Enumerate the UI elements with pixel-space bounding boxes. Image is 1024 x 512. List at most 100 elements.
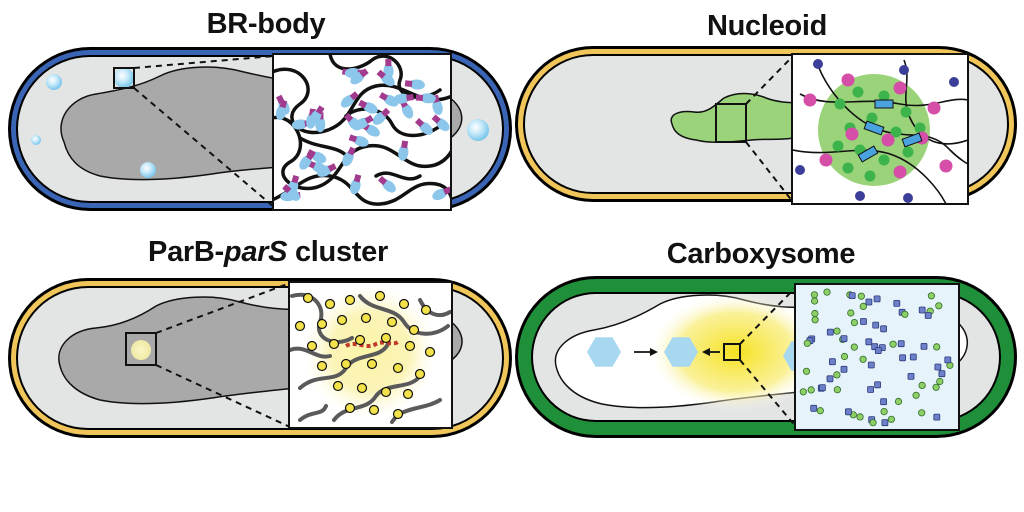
rubisco-protein [935, 302, 943, 310]
rubisco-protein [856, 413, 864, 421]
ccmm-protein [840, 335, 848, 343]
title-carboxysome: Carboxysome [666, 238, 856, 270]
rubisco-protein [880, 407, 888, 416]
ccmm-protein [944, 356, 952, 364]
br-body-droplet [467, 119, 489, 141]
parb-protein [380, 332, 392, 344]
rna-tag [415, 94, 424, 101]
dna-strand [418, 298, 451, 318]
rna-tag [406, 94, 414, 101]
rubisco-protein [901, 310, 909, 318]
protein-blob [419, 121, 433, 135]
ccmm-protein [918, 306, 926, 314]
parb-protein [366, 358, 378, 370]
rubisco-protein [807, 386, 815, 394]
rna-tag [359, 68, 369, 78]
protein-blob [291, 119, 308, 130]
title-nucleoid: Nucleoid [706, 10, 828, 42]
parb-zoom-box [125, 332, 157, 366]
parb-protein [294, 320, 306, 332]
br-body-zoom-line [133, 55, 275, 69]
ccmm-protein [845, 408, 852, 416]
dna-strand [799, 93, 967, 107]
carboxysome-arrowhead [650, 348, 658, 356]
nucleoid-protein [878, 90, 890, 102]
title-parb-pars-cluster: ParB-parS cluster [148, 236, 388, 269]
ccmm-protein [860, 318, 867, 325]
rubisco-protein [859, 355, 867, 363]
protein-blob [350, 71, 365, 85]
rnp-complex [431, 114, 450, 132]
protein-blob [435, 118, 450, 132]
rna-tag [353, 174, 362, 183]
parb-protein [316, 318, 328, 330]
nucleoid-protein [852, 86, 864, 98]
rnp-complex [342, 146, 356, 167]
rubisco-protein [802, 367, 811, 375]
nucleoid-inset-content [793, 59, 967, 203]
rna-strand [374, 171, 422, 181]
dna-strand [390, 398, 442, 424]
parb-protein [408, 324, 420, 336]
bound-enzyme [901, 132, 923, 148]
panel-nucleoid [515, 46, 1017, 205]
parb-protein [402, 388, 414, 400]
panel-carboxysome [515, 276, 1017, 438]
ccmm-protein [938, 370, 946, 378]
parb-protein [344, 402, 356, 414]
nucleoid-protein [902, 146, 914, 158]
parb-protein [392, 362, 404, 374]
br-body-droplet [46, 74, 62, 90]
nucleoid-zoom-line [745, 55, 794, 105]
rubisco-protein [803, 339, 811, 347]
title-cluster-suffix: cluster [287, 236, 388, 268]
rnp-complex [282, 184, 300, 201]
rna-strand [274, 115, 450, 191]
title-pars-italic: parS [223, 236, 288, 268]
rna-tag [349, 91, 359, 101]
parb-protein [380, 386, 392, 398]
protein-blob [398, 144, 409, 161]
ccmm-protein [920, 342, 928, 350]
carboxysome-inset-content [799, 288, 954, 427]
ccmm-protein [819, 384, 826, 392]
rna-strand [274, 173, 450, 206]
rubisco-protein [811, 309, 819, 318]
ccmm-protein [848, 292, 856, 300]
carboxysome-hexagon [587, 337, 621, 367]
rubisco-protein [857, 292, 865, 300]
protein-blob [380, 73, 395, 87]
ccmm-protein [826, 328, 834, 336]
rna-tag [327, 163, 337, 172]
ccmm-protein [867, 361, 875, 369]
ccmm-protein [933, 413, 941, 421]
rnp-complex [376, 69, 395, 87]
ccmm-protein [874, 347, 882, 355]
rna-tag [404, 80, 413, 87]
protein-blob [311, 151, 327, 164]
dna-binding-protein [927, 101, 941, 115]
dna-strand [298, 404, 328, 422]
parb-protein [344, 294, 356, 306]
protein-blob [309, 109, 322, 125]
bound-enzyme [874, 99, 894, 109]
rubisco-protein [850, 318, 859, 327]
protein-blob [342, 151, 354, 167]
protein-blob [286, 187, 300, 201]
parb-protein [354, 334, 366, 346]
rnp-complex [415, 93, 436, 104]
ccmm-protein [810, 404, 818, 412]
br-body-inset-border [272, 53, 452, 211]
rna-tag [431, 114, 441, 124]
protein-blob [347, 116, 361, 131]
dna-binding-protein [939, 159, 953, 173]
ccmm-protein [881, 419, 889, 427]
rubisco-protein [816, 407, 824, 415]
rubisco-protein [889, 340, 897, 348]
nucleoid-protein [864, 170, 876, 182]
parb-zoom-line [155, 364, 291, 428]
rubisco-protein [936, 377, 944, 386]
rubisco-protein [833, 327, 841, 335]
rnp-complex [299, 150, 315, 170]
